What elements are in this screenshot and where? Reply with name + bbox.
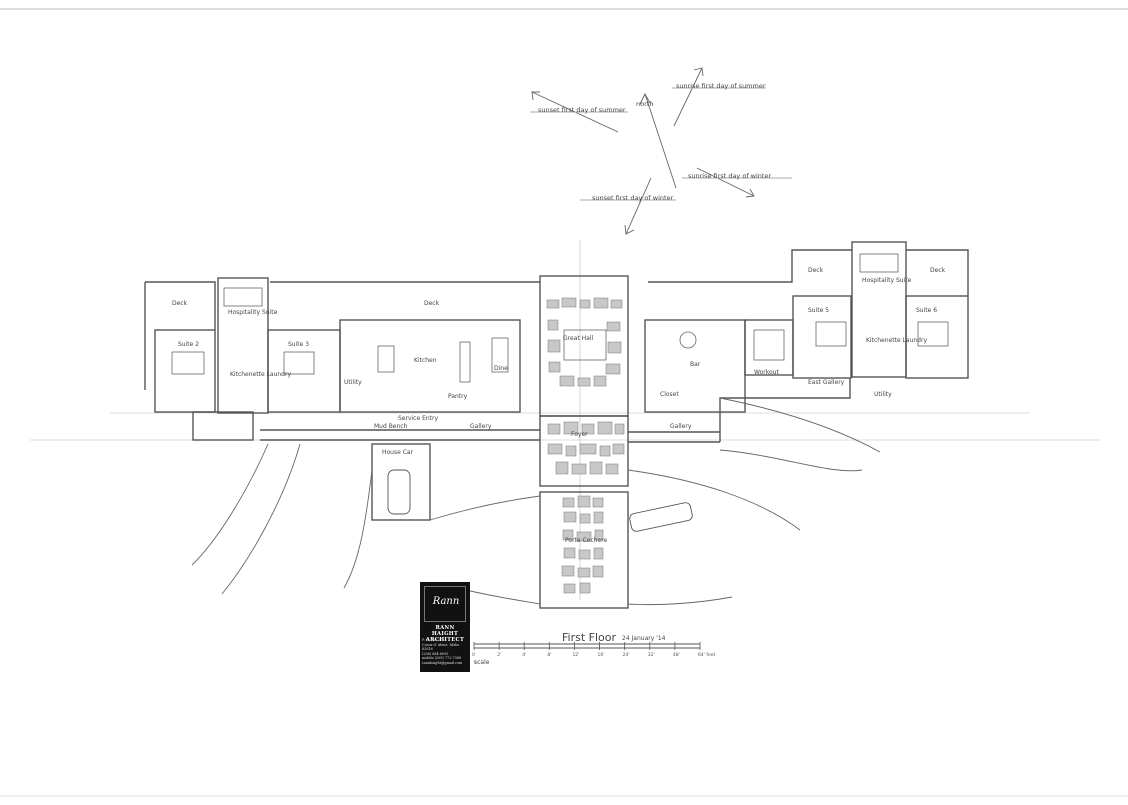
scale-tick-label: 12' (572, 652, 579, 658)
room-closet: Closet (660, 391, 679, 398)
bar-table (679, 331, 697, 349)
building-walls (144, 241, 969, 609)
room-hospitality-west: Hospitality Suite (228, 309, 278, 316)
room-utility: Utility (344, 379, 362, 386)
scale-tick-label: 64' feet (698, 652, 716, 658)
architect-title-block: Rann RANN HAIGHT ARCHITECT P. O. Box 275… (420, 582, 470, 672)
room-deck-center: Deck (424, 300, 440, 307)
architect-name-line-2: ARCHITECT (425, 637, 465, 643)
sunset-summer-label: sunset first day of summer (538, 106, 626, 114)
room-east-gallery: East Gallery (808, 379, 845, 386)
room-service-entry: Service Entry (398, 415, 438, 422)
architect-phone-2: mobile (208) 772-7368 (422, 656, 462, 661)
room-house-car: House Car (382, 449, 414, 456)
room-suite-3: Suite 3 (288, 341, 309, 348)
driveway (191, 397, 881, 606)
sheet-date: 24 January '14 (622, 635, 666, 642)
room-bar: Bar (690, 361, 701, 368)
architect-email: rannhaight@gmail.com (422, 660, 463, 665)
car-drive (629, 502, 693, 532)
great-hall-seating (563, 329, 607, 361)
architect-phone-1: (208) 664-6095 (422, 651, 449, 656)
scale-word: scale (474, 659, 490, 666)
axis-lines (30, 240, 1100, 600)
north-arrow (644, 93, 677, 189)
scale-ticks: 0 2' 4' 8' 12' 16' 24' 32' 48' 64' feet (472, 642, 716, 658)
car-garage (387, 469, 411, 515)
room-suite-2: Suite 2 (178, 341, 199, 348)
room-porte-cochere: Porte Cochere (565, 537, 607, 544)
architect-name-line-1: RANN HAIGHT (431, 625, 459, 637)
scale-tick-label: 32' (648, 652, 655, 658)
scale-tick-label: 8' (547, 652, 551, 658)
room-suite-6: Suite 6 (916, 307, 937, 314)
room-labels: Deck Deck Deck Deck Hospitality Suite Ki… (172, 267, 946, 544)
room-gallery-east: Gallery (670, 423, 692, 430)
architect-address-1: P. O. Box 2752 (422, 638, 447, 642)
architect-contact: P. O. Box 2752 Coeur d' Alene, Idaho 838… (422, 638, 468, 666)
kitchen-island (377, 345, 395, 373)
room-foyer: Foyer (571, 431, 588, 438)
title-and-scale: First Floor 24 January '14 0 2' 4' 8' 12' 16'… (472, 631, 716, 666)
scale-tick-label: 0 (472, 652, 475, 658)
hospitality-bed-east (859, 253, 899, 273)
sun-study-diagram (530, 67, 792, 235)
scale-tick-label: 24' (623, 652, 630, 658)
sunrise-winter-arrow (696, 167, 755, 197)
room-hospitality-east: Hospitality Suite (862, 277, 912, 284)
workout-equipment (753, 329, 785, 361)
furniture (171, 253, 949, 383)
dining-table (491, 337, 509, 373)
kitchen-counter (459, 341, 471, 383)
room-suite-5: Suite 5 (808, 307, 829, 314)
room-workout: Workout (754, 369, 779, 376)
room-gallery-west: Gallery (470, 423, 492, 430)
room-pantry: Pantry (448, 393, 468, 400)
room-deck-west: Deck (172, 300, 188, 307)
sunset-winter-label: sunset first day of winter (592, 194, 674, 202)
vehicles (387, 469, 693, 532)
north-label: north (636, 100, 653, 108)
sunrise-winter-label: sunrise first day of winter (688, 172, 771, 180)
scale-tick-label: 4' (522, 652, 526, 658)
room-kitchenette-west: Kitchenette Laundry (230, 371, 291, 378)
room-dine: Dine (494, 365, 508, 372)
bed-suite-5 (815, 321, 847, 347)
room-utility-east: Utility (874, 391, 892, 398)
scale-tick-label: 16' (598, 652, 605, 658)
bed-suite-3 (283, 351, 315, 375)
architect-address-2: Coeur d' Alene, Idaho (422, 642, 460, 647)
bed-suite-6 (917, 321, 949, 347)
architect-logo-text: Rann (432, 596, 460, 607)
room-kitchen: Kitchen (414, 357, 437, 364)
sunrise-summer-label: sunrise first day of summer (676, 82, 766, 90)
hospitality-bed-west (223, 287, 263, 307)
architect-address-3: 83816 (422, 647, 433, 652)
room-kitchenette-east: Kitchenette Laundry (866, 337, 927, 344)
sunrise-summer-arrow (673, 67, 703, 127)
architect-logo: Rann (424, 586, 466, 622)
room-deck-east-1: Deck (808, 267, 824, 274)
room-mud-bench: Mud Bench (374, 423, 408, 430)
stone-texture (546, 297, 625, 594)
sheet-title: First Floor (562, 631, 616, 644)
scale-tick-label: 2' (497, 652, 501, 658)
sunset-winter-arrow (625, 177, 652, 235)
architect-name: RANN HAIGHT ARCHITECT (422, 625, 468, 643)
scale-tick-label: 48' (673, 652, 680, 658)
bed-suite-2 (171, 351, 205, 375)
room-great-hall: Great Hall (563, 335, 593, 342)
room-deck-east-2: Deck (930, 267, 946, 274)
